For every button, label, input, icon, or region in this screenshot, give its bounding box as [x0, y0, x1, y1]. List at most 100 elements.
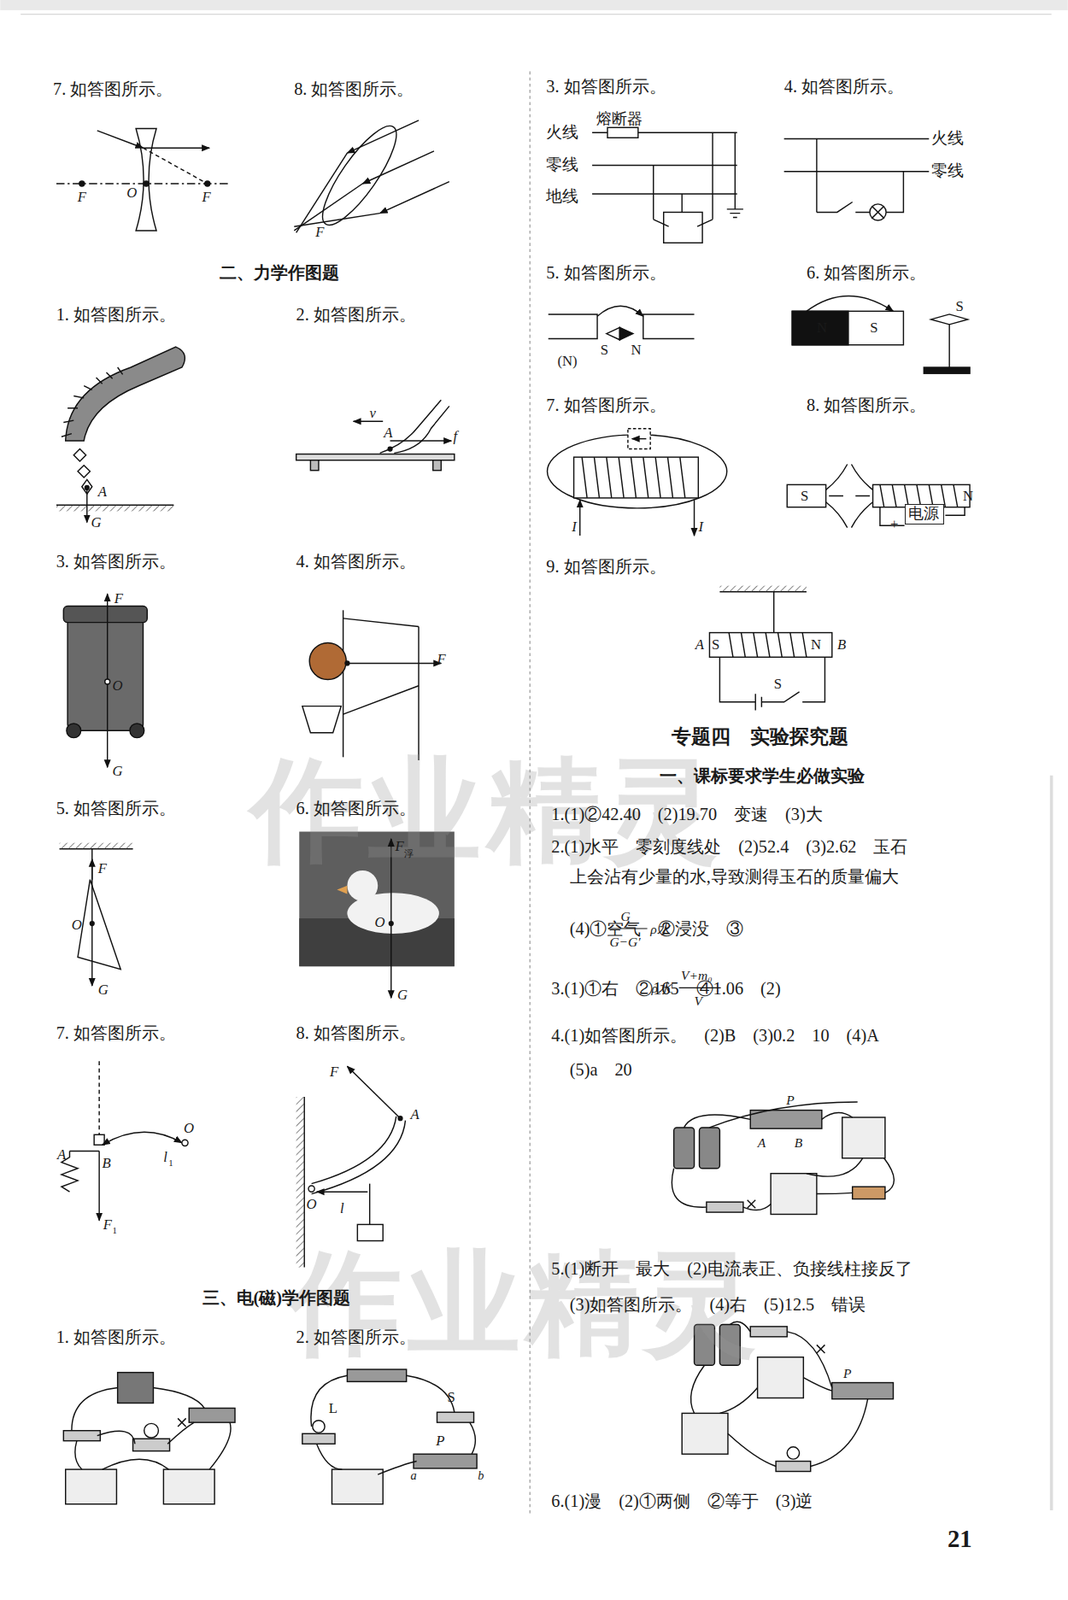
answer-symbol: ρ水: [650, 921, 670, 939]
solenoid-field-figure-part: [693, 499, 695, 536]
finger-on-board-figure-part: [380, 399, 450, 453]
curved-lever-figure-part: [296, 1097, 306, 1268]
basketball-figure-part: [302, 706, 341, 734]
experiment-circuit-4-part: [750, 1110, 822, 1130]
circuit-photo-1-part: [163, 1469, 215, 1505]
lever-spring-figure-part: [102, 1132, 182, 1145]
circuit-photo-2: [302, 1369, 477, 1505]
circuit-photo-1-part: [144, 1423, 159, 1438]
comb-figure-part: [73, 449, 90, 478]
section-heading: 二、力学作图题: [219, 262, 340, 283]
page-frame-part: [1050, 775, 1054, 1511]
trash-bin-figure-part: [66, 723, 82, 739]
figure-label: f: [453, 428, 458, 446]
wire-label: 零线: [545, 155, 579, 176]
polarity-sign: +: [890, 516, 898, 534]
lever-spring-figure-part: [98, 1061, 100, 1135]
wire-label: 零线: [931, 161, 964, 182]
figure-label: F: [329, 1063, 339, 1081]
lamp-switch-figure-part: [816, 202, 870, 213]
experiment-circuit-4-part: [706, 1202, 744, 1213]
page-frame-part: [0, 0, 1068, 11]
hanging-solenoid-figure-part: [719, 657, 825, 711]
wire-label: 火线: [931, 129, 964, 149]
convex-lens-figure-part: [296, 152, 348, 233]
question-number: 1. 如答图所示。: [56, 1326, 177, 1348]
figure-label: v: [369, 404, 376, 423]
figure-label: F: [315, 223, 324, 241]
answer-text: 2.(1)水平 零刻度线处 (2)52.4 (3)2.62 玉石: [551, 836, 908, 857]
figure-label: A: [383, 424, 393, 442]
curved-lever-figure-part: [369, 1184, 370, 1226]
basketball-figure-part: [346, 663, 441, 664]
page-frame: [0, 0, 1068, 1516]
convex-lens-figure-part: [362, 151, 435, 184]
answer-text: 1.(1)②42.40 (2)19.70 变速 (3)大: [551, 803, 822, 825]
experiment-circuit-5-part: [832, 1383, 894, 1400]
household-wiring-figure-part: [680, 193, 682, 213]
circuit-photo-2-part: [311, 1375, 476, 1475]
household-wiring-figure-part: [734, 132, 736, 210]
figure-label: F: [98, 860, 107, 878]
comb-figure: [56, 346, 185, 523]
trash-bin-figure-part: [105, 679, 111, 685]
fraction-numerator: V+m₀: [680, 968, 713, 985]
page-number: 21: [947, 1524, 973, 1554]
wire-label: 地线: [545, 187, 579, 207]
figure-label: F: [103, 1216, 112, 1234]
bar-magnet-compass-figure-part: [923, 367, 970, 374]
circuit-photo-1-part: [65, 1469, 118, 1505]
question-number: 7. 如答图所示。: [52, 78, 173, 100]
household-wiring-figure-part: [607, 127, 639, 138]
hanging-triangle-figure-part: [91, 859, 93, 924]
node-text: 熔断器: [596, 110, 645, 129]
figure-label: B: [837, 636, 846, 654]
solenoid-field-figure-part: [632, 438, 647, 440]
pole-label: N: [631, 341, 642, 359]
solenoid-field-figure-part: [627, 428, 651, 450]
subscript: 1: [112, 1225, 118, 1237]
figure-label: G: [90, 514, 101, 532]
floating-duck-photo-part: [390, 923, 392, 998]
question-number: 1. 如答图所示。: [56, 304, 177, 325]
circuit-photo-2-part: [312, 1420, 325, 1433]
household-wiring-figure-part: [592, 164, 738, 166]
node-text: 电源: [908, 504, 941, 523]
solenoid-field-figure-part: [581, 457, 686, 499]
curved-lever-figure-part: [316, 1191, 369, 1192]
convex-lens-figure-part: [293, 183, 363, 231]
hanging-solenoid-figure-part: [773, 592, 775, 634]
figure-label: G: [98, 981, 109, 999]
circuit-photo-1: [63, 1373, 235, 1505]
question-number: 7. 如答图所示。: [545, 394, 666, 416]
concave-lens-figure-part: [143, 146, 211, 148]
hanging-solenoid-figure-part: [728, 633, 807, 658]
experiment-circuit-5-part: [816, 1344, 826, 1354]
concave-lens-figure-part: [79, 181, 85, 187]
experiment-circuit-4-part: [747, 1200, 757, 1209]
figure-label: B: [102, 1155, 112, 1173]
answer-text: (5)a 20: [569, 1059, 633, 1080]
figure-label: A: [695, 636, 705, 654]
topic-heading: 专题四 实验探究题: [671, 725, 849, 749]
answer-symbol: ρ水: [651, 980, 671, 998]
comb-figure-part: [65, 346, 186, 441]
figure-label: O: [306, 1196, 317, 1214]
figure-label: l: [163, 1149, 168, 1167]
subscript: 1: [168, 1157, 173, 1169]
basketball-figure-part: [343, 618, 419, 628]
bar-magnet-compass-figure-part: [792, 311, 904, 345]
bar-magnet-compass-figure-part: [806, 295, 894, 312]
finger-on-board-figure-part: [310, 460, 319, 471]
fraction-denominator: G−G′: [609, 934, 640, 951]
current-label: I: [571, 518, 577, 536]
bar-magnet-compass-figure-part: [792, 311, 849, 345]
household-wiring-figure-part: [663, 211, 703, 243]
fraction-denominator: V: [694, 993, 703, 1010]
concave-lens-figure-part: [97, 130, 144, 148]
basketball-figure-part: [309, 643, 347, 681]
figure-label: P: [786, 1092, 794, 1110]
power-supply-box: 电源: [904, 504, 945, 524]
lever-spring-figure-part: [93, 1134, 105, 1145]
pole-label: S: [600, 341, 609, 359]
